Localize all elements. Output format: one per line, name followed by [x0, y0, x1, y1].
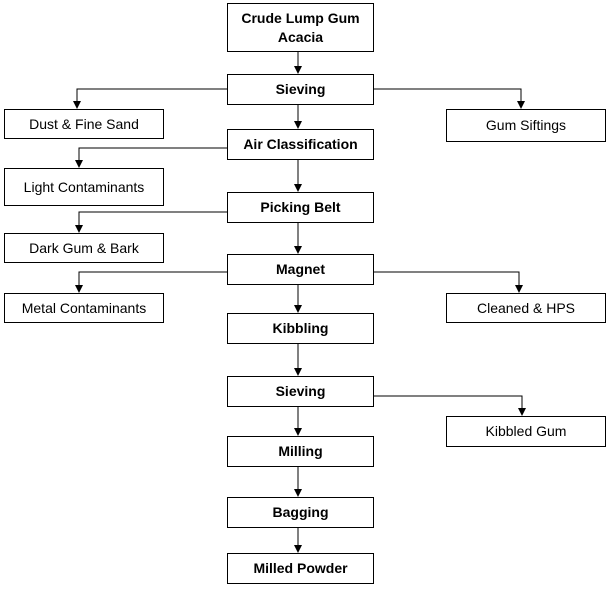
- arrow-sieving-to-kibbled-gum: [374, 395, 526, 416]
- step-crude-line-1: Crude Lump Gum: [241, 9, 360, 26]
- arrow-picking-belt-to-dark-gum: [75, 211, 227, 233]
- step-magnet: Magnet: [227, 254, 374, 285]
- arrow-sieving-to-gum-siftings: [374, 88, 525, 109]
- output-dust-fine-sand: Dust & Fine Sand: [4, 109, 164, 139]
- step-sieving-1: Sieving: [227, 74, 374, 105]
- output-metal-contaminants: Metal Contaminants: [4, 293, 164, 323]
- arrow-magnet-to-cleaned-hps: [374, 271, 523, 293]
- arrow-magnet-to-metal: [75, 271, 227, 293]
- step-air-classification: Air Classification: [227, 129, 374, 160]
- output-gum-siftings: Gum Siftings: [446, 109, 606, 142]
- output-dark-gum-bark: Dark Gum & Bark: [4, 233, 164, 263]
- step-kibbling: Kibbling: [227, 313, 374, 344]
- step-milling: Milling: [227, 436, 374, 467]
- step-picking-belt: Picking Belt: [227, 192, 374, 223]
- arrow-sieving-to-dust: [73, 88, 227, 109]
- output-light-contaminants: Light Contaminants: [4, 168, 164, 206]
- step-crude-line-2: Acacia: [277, 28, 324, 45]
- step-milled-powder: Milled Powder: [227, 553, 374, 584]
- step-sieving-2: Sieving: [227, 376, 374, 407]
- output-kibbled-gum: Kibbled Gum: [446, 416, 606, 447]
- step-bagging: Bagging: [227, 497, 374, 528]
- output-cleaned-hps: Cleaned & HPS: [446, 293, 606, 323]
- step-crude-lump-gum-acacia: Crude Lump Gum Acacia: [227, 3, 374, 52]
- arrow-air-classification-to-light: [75, 147, 227, 168]
